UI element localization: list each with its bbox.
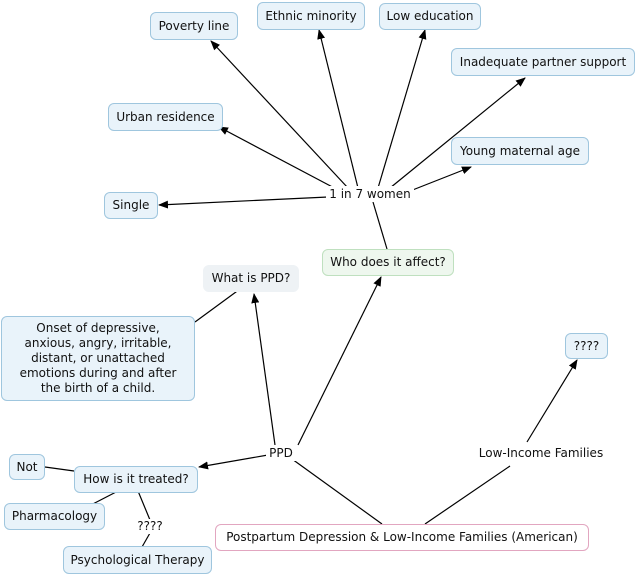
connector-who-one-in-seven bbox=[372, 201, 388, 250]
node-young-maternal-age[interactable]: Young maternal age bbox=[451, 137, 589, 165]
connector-seven-partner bbox=[389, 77, 526, 189]
connector-question-therapy bbox=[141, 532, 151, 548]
node-inadequate-partner-support[interactable]: Inadequate partner support bbox=[451, 48, 635, 76]
connector-treated-question bbox=[137, 490, 151, 521]
node-poverty-line[interactable]: Poverty line bbox=[150, 12, 238, 40]
connector-seven-urban bbox=[218, 126, 341, 192]
node-how-is-it-treated[interactable]: How is it treated? bbox=[74, 466, 198, 493]
connector-root-ppd bbox=[291, 458, 383, 525]
node-single[interactable]: Single bbox=[104, 192, 158, 219]
node-psychological-therapy[interactable]: Psychological Therapy bbox=[63, 546, 212, 574]
node-pharmacology[interactable]: Pharmacology bbox=[4, 503, 105, 530]
connector-ppd-who bbox=[297, 276, 382, 446]
connector-seven-poverty bbox=[210, 40, 349, 189]
connector-seven-young bbox=[409, 166, 472, 192]
node-ppd-definition[interactable]: Onset of depressive, anxious, angry, irr… bbox=[1, 316, 195, 401]
connector-ppd-treated bbox=[198, 454, 269, 470]
connector-treated-not bbox=[44, 466, 75, 472]
node-what-is-ppd[interactable]: What is PPD? bbox=[203, 265, 299, 292]
connector-low-income-question bbox=[526, 359, 578, 443]
node-one-in-seven[interactable]: 1 in 7 women bbox=[326, 186, 414, 202]
connector-ppd-what bbox=[251, 293, 276, 446]
connector-seven-ethnic bbox=[317, 29, 359, 189]
node-urban-residence[interactable]: Urban residence bbox=[108, 103, 223, 131]
connector-what-definition bbox=[194, 288, 241, 323]
node-not[interactable]: Not bbox=[9, 454, 45, 480]
node-ppd[interactable]: PPD bbox=[266, 445, 296, 461]
node-root[interactable]: Postpartum Depression & Low-Income Famil… bbox=[215, 524, 589, 551]
node-low-income-families[interactable]: Low-Income Families bbox=[474, 445, 608, 461]
connector-seven-single bbox=[158, 196, 329, 209]
node-ethnic-minority[interactable]: Ethnic minority bbox=[257, 2, 365, 30]
node-low-education[interactable]: Low education bbox=[379, 3, 481, 30]
node-question-marks-treatment[interactable]: ???? bbox=[134, 519, 166, 534]
connector-seven-education bbox=[377, 29, 427, 189]
node-question-marks-top[interactable]: ???? bbox=[565, 333, 608, 359]
node-who-does-it-affect[interactable]: Who does it affect? bbox=[322, 249, 454, 276]
connector-root-low-income bbox=[424, 465, 511, 525]
